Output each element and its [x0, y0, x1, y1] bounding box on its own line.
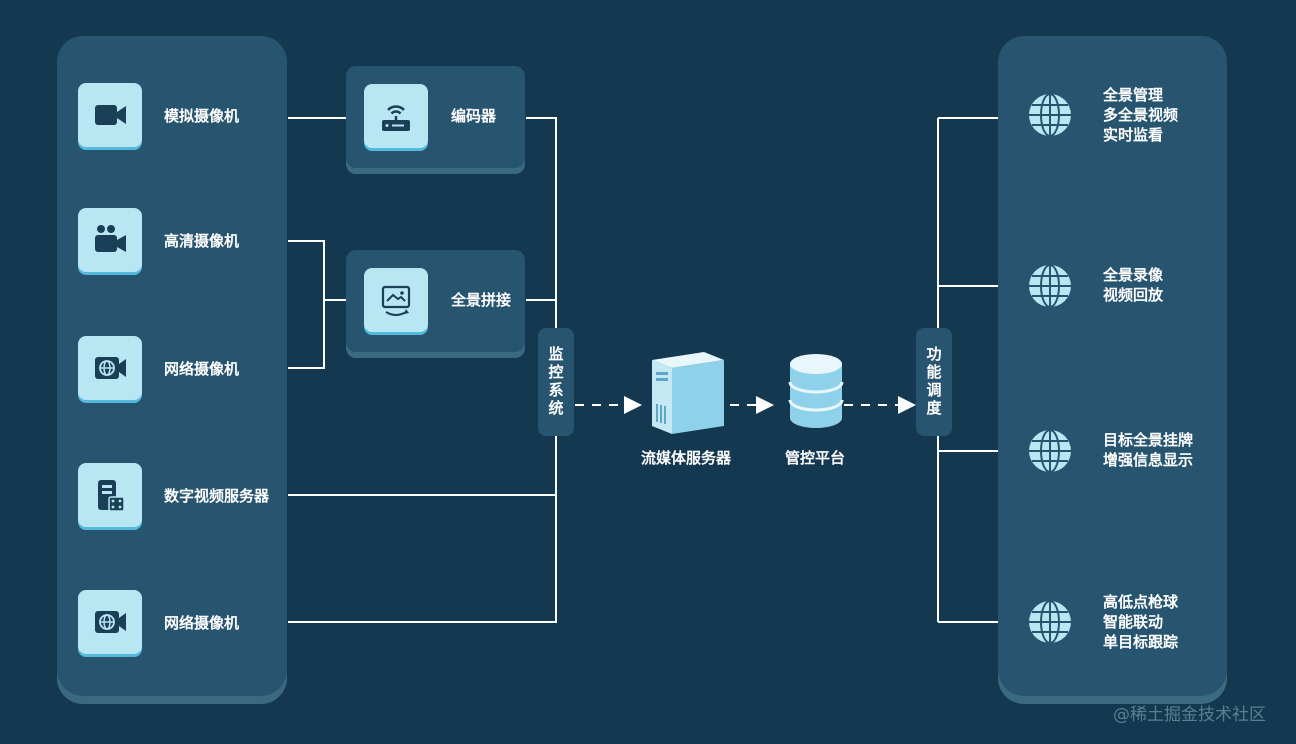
hd-camera-icon	[78, 208, 142, 272]
dispatch-box: 功能调度	[916, 328, 952, 436]
functions-panel	[998, 36, 1227, 696]
function-line: 视频回放	[1103, 286, 1164, 304]
function-line: 增强信息显示	[1103, 451, 1194, 469]
function-item-panorama-management: 全景管理 多全景视频 实时监看	[1103, 85, 1178, 145]
function-line: 实时监看	[1103, 126, 1164, 144]
control-platform-label: 管控平台	[785, 449, 846, 467]
network-camera-icon	[78, 590, 142, 654]
encoder-label: 编码器	[451, 107, 497, 125]
monitor-system-box: 监控系统	[538, 328, 574, 436]
function-item-target-labeling: 目标全景挂牌 增强信息显示	[1103, 430, 1193, 470]
watermark: @稀土掘金技术社区	[1113, 705, 1266, 725]
network-camera-icon	[78, 336, 142, 400]
source-label-analog-camera: 模拟摄像机	[164, 107, 240, 125]
dispatch-label: 功能调度	[924, 346, 943, 418]
globe-icon	[1029, 264, 1071, 308]
function-line: 目标全景挂牌	[1103, 431, 1194, 449]
function-line: 单目标跟踪	[1103, 633, 1179, 651]
function-item-linkage-tracking: 高低点枪球 智能联动 单目标跟踪	[1103, 592, 1178, 652]
database-icon	[788, 354, 844, 428]
globe-icon	[1029, 600, 1071, 644]
source-label-network-camera-2: 网络摄像机	[164, 614, 240, 632]
source-label-hd-camera: 高清摄像机	[164, 232, 240, 250]
streaming-server-label: 流媒体服务器	[641, 449, 732, 467]
function-line: 全景录像	[1103, 266, 1164, 284]
monitor-system-label: 监控系统	[546, 346, 565, 418]
source-label-dvs: 数字视频服务器	[164, 487, 270, 505]
function-line: 全景管理	[1103, 86, 1164, 104]
server-tower-icon	[652, 352, 724, 434]
function-line: 高低点枪球	[1103, 593, 1179, 611]
router-icon	[364, 84, 428, 148]
function-item-recording: 全景录像 视频回放	[1103, 265, 1163, 305]
stitching-label: 全景拼接	[451, 291, 512, 309]
dvs-server-icon	[78, 463, 142, 527]
function-line: 多全景视频	[1103, 106, 1179, 124]
source-label-network-camera-1: 网络摄像机	[164, 360, 240, 378]
globe-icon	[1029, 429, 1071, 473]
video-camera-icon	[78, 83, 142, 147]
panorama-icon	[364, 268, 428, 332]
globe-icon	[1029, 93, 1071, 137]
function-line: 智能联动	[1103, 613, 1164, 631]
